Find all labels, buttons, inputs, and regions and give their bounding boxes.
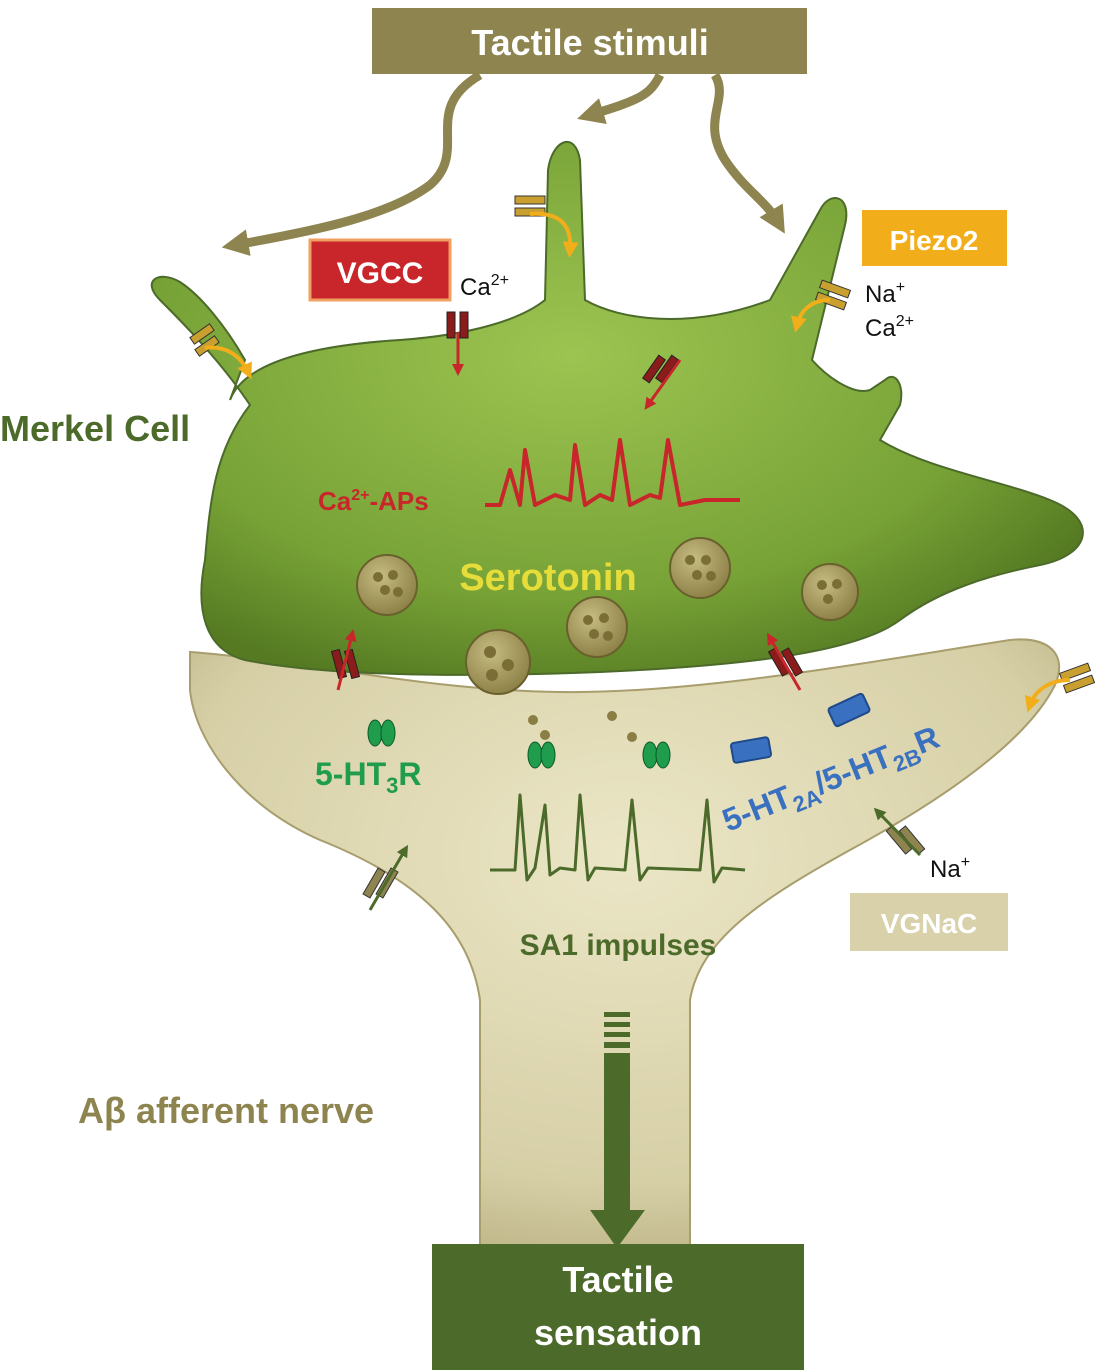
serotonin-label: Serotonin xyxy=(459,557,636,599)
5ht2-receptor xyxy=(827,692,871,728)
tactile-sensation-line1: Tactile xyxy=(562,1259,673,1300)
vgcc-channel-bottom-right xyxy=(767,632,804,691)
vgnac-channel-right xyxy=(873,807,926,857)
merkel-cell-label: Merkel Cell xyxy=(0,408,190,449)
piezo2-channel-left xyxy=(189,323,252,380)
afferent-nerve-terminal xyxy=(189,638,1061,1261)
sa1-impulse-trace xyxy=(490,793,746,884)
tactile-stimuli-box xyxy=(372,8,807,74)
afferent-nerve-label: Aβ afferent nerve xyxy=(78,1090,374,1131)
vgcc-label: VGCC xyxy=(337,257,424,290)
piezo2-ion-na: Na+ xyxy=(865,279,905,308)
5ht3-receptor xyxy=(527,741,556,769)
ca-aps-label: Ca2+-APs xyxy=(318,486,429,516)
tactile-sensation-box xyxy=(432,1244,804,1370)
vgnac-label: VGNaC xyxy=(881,908,977,939)
vgnac-box xyxy=(850,893,1008,951)
signal-down-arrow xyxy=(590,1012,645,1248)
tactile-stimuli-label: Tactile stimuli xyxy=(471,22,708,63)
stimulus-arrow-middle xyxy=(577,72,665,125)
serotonin-vesicle xyxy=(356,554,418,616)
vgcc-channel-right xyxy=(641,354,682,410)
vgnac-ion-label: Na+ xyxy=(930,854,970,883)
serotonin-vesicle xyxy=(566,596,628,658)
piezo2-ion-ca: Ca2+ xyxy=(865,313,914,342)
piezo2-channel-right xyxy=(791,279,852,333)
serotonin-vesicle xyxy=(669,537,731,599)
piezo2-channel-top xyxy=(514,195,579,258)
vgcc-ion-label: Ca2+ xyxy=(460,272,509,301)
vgcc-channel-top xyxy=(446,311,469,376)
vgcc-box xyxy=(308,238,452,302)
vgcc-channel-bottom-left xyxy=(330,629,361,691)
5ht2-receptor xyxy=(730,736,772,764)
piezo2-label: Piezo2 xyxy=(890,225,979,256)
piezo2-box xyxy=(862,210,1007,266)
stimulus-arrow-left xyxy=(221,71,483,256)
piezo2-channel-nerve xyxy=(1024,662,1096,713)
serotonin-vesicle-releasing xyxy=(465,629,531,695)
tactile-sensation-line2: sensation xyxy=(534,1312,702,1353)
5ht3r-label: 5-HT3R xyxy=(315,756,421,798)
stimulus-arrow-right xyxy=(710,72,785,234)
merkel-cell-body xyxy=(150,140,1084,676)
sa1-impulses-label: SA1 impulses xyxy=(520,929,717,962)
5ht3-receptor xyxy=(367,719,396,747)
serotonin-particles xyxy=(528,711,637,742)
serotonin-vesicle xyxy=(801,563,859,621)
ca-action-potential-trace xyxy=(485,438,740,507)
5ht3-receptor xyxy=(642,741,671,769)
vgnac-channel-left xyxy=(362,844,409,911)
